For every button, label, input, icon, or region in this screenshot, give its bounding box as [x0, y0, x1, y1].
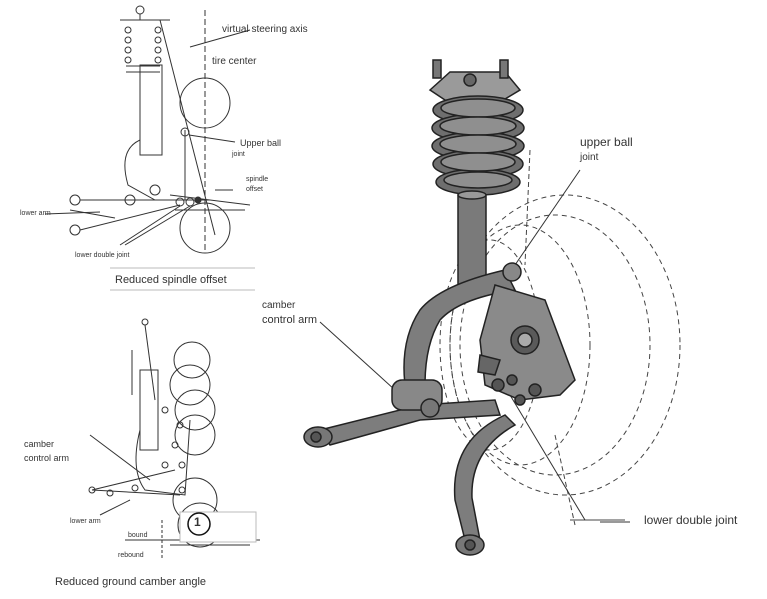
virtual-steering-axis-label: virtual steering axis [222, 24, 308, 35]
upper-ball-joint-label: Upper ball [240, 138, 282, 148]
spindle-offset-label: spindle [246, 176, 269, 183]
main-strut [303, 59, 576, 556]
marker-number: 1 [194, 515, 201, 529]
top-lower-arm-label: lower arm [20, 210, 51, 217]
main-upper-ball-label: upper ball [580, 135, 633, 149]
bottom-lower-arm-label: lower arm [70, 518, 101, 525]
bottom-control-arm-label: control arm [24, 453, 70, 463]
main-camber-label: camber [262, 300, 296, 311]
bound-label: bound [128, 532, 148, 539]
top-caption: Reduced spindle offset [115, 274, 227, 286]
rebound-label: rebound [118, 552, 144, 559]
bottom-caption: Reduced ground camber angle [55, 576, 207, 588]
main-lower-double-joint-label: lower double joint [644, 513, 738, 527]
tire-center-label: tire center [212, 56, 257, 67]
bottom-camber-label: camber [24, 439, 55, 449]
main-control-arm-label: control arm [262, 314, 318, 326]
main-joint-label: joint [580, 152, 599, 163]
bottom-strut-schematic [88, 318, 260, 560]
lower-double-joint-label: lower double joint [75, 252, 130, 259]
upper-ball-joint-label-2: joint [232, 151, 245, 158]
spindle-offset-label-2: offset [246, 186, 263, 193]
top-strut-schematic [44, 5, 255, 291]
